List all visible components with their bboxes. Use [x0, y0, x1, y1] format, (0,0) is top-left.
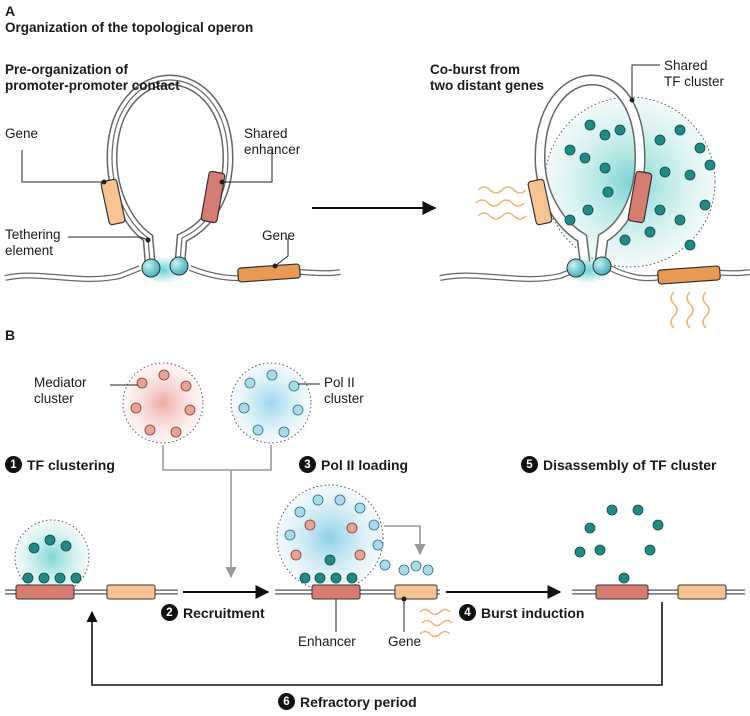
- label-gene: Gene: [388, 634, 422, 649]
- step-2: 2 Recruitment: [161, 604, 265, 621]
- step-3-number: 3: [299, 456, 316, 473]
- step-5: 5 Disassembly of TF cluster: [521, 456, 717, 473]
- mediator-cluster: [110, 362, 204, 444]
- gene-right-b: [657, 265, 721, 285]
- label-gene-1: Gene: [5, 126, 39, 141]
- step-2-label: Recruitment: [183, 604, 265, 621]
- label-enhancer: Enhancer: [298, 634, 356, 649]
- enhancer-left: [200, 170, 226, 224]
- step-1-label: TF clustering: [27, 456, 115, 473]
- panel-b-letter: B: [5, 327, 16, 343]
- step-4-number: 4: [459, 604, 476, 621]
- tether-ball: [169, 256, 189, 276]
- step-6-number: 6: [278, 693, 295, 710]
- tether-ball: [566, 258, 586, 278]
- panel-a-title: Organization of the topological operon: [5, 20, 254, 35]
- shared-tf-cluster: [544, 96, 716, 268]
- dna-step3: [275, 484, 453, 638]
- step-5-number: 5: [521, 456, 538, 473]
- enhancer-right: [627, 170, 653, 224]
- label-mediator-cluster: Mediator cluster: [34, 375, 87, 407]
- label-shared-tf-cluster: Shared TF cluster: [664, 58, 725, 90]
- gene-right-a: [237, 263, 301, 283]
- label-pol2-cluster: Pol II cluster: [324, 375, 364, 407]
- step-4-label: Burst induction: [481, 604, 585, 621]
- refractory-loop: [86, 602, 663, 686]
- step-6: 6 Refractory period: [278, 693, 417, 710]
- label-tethering-element: Tethering element: [5, 227, 61, 259]
- panel-a-letter: A: [5, 3, 16, 19]
- right-heading: Co-burst from two distant genes: [430, 62, 545, 94]
- dna-step5: [572, 504, 745, 600]
- recruitment-connector: [162, 445, 272, 471]
- step-3-label: Pol II loading: [321, 456, 409, 473]
- step-1-number: 1: [5, 456, 22, 473]
- dna-step1: [5, 519, 178, 600]
- gene-left: [100, 178, 126, 226]
- step-1: 1 TF clustering: [5, 456, 115, 473]
- step-5-label: Disassembly of TF cluster: [543, 456, 717, 473]
- tether-ball: [592, 256, 612, 276]
- gene-left-b: [527, 178, 553, 226]
- left-loop-diagram: [4, 74, 341, 284]
- right-loop-diagram: [439, 64, 750, 329]
- label-gene-2: Gene: [262, 228, 296, 243]
- pol2-cluster: [230, 362, 320, 444]
- label-shared-enhancer: Shared enhancer: [244, 126, 301, 158]
- step-6-label: Refractory period: [300, 693, 417, 710]
- step-2-number: 2: [161, 604, 178, 621]
- step-4: 4 Burst induction: [459, 604, 584, 621]
- left-heading: Pre-organization of promoter-promoter co…: [5, 62, 180, 94]
- tether-ball: [141, 258, 161, 278]
- step-3: 3 Pol II loading: [299, 456, 408, 473]
